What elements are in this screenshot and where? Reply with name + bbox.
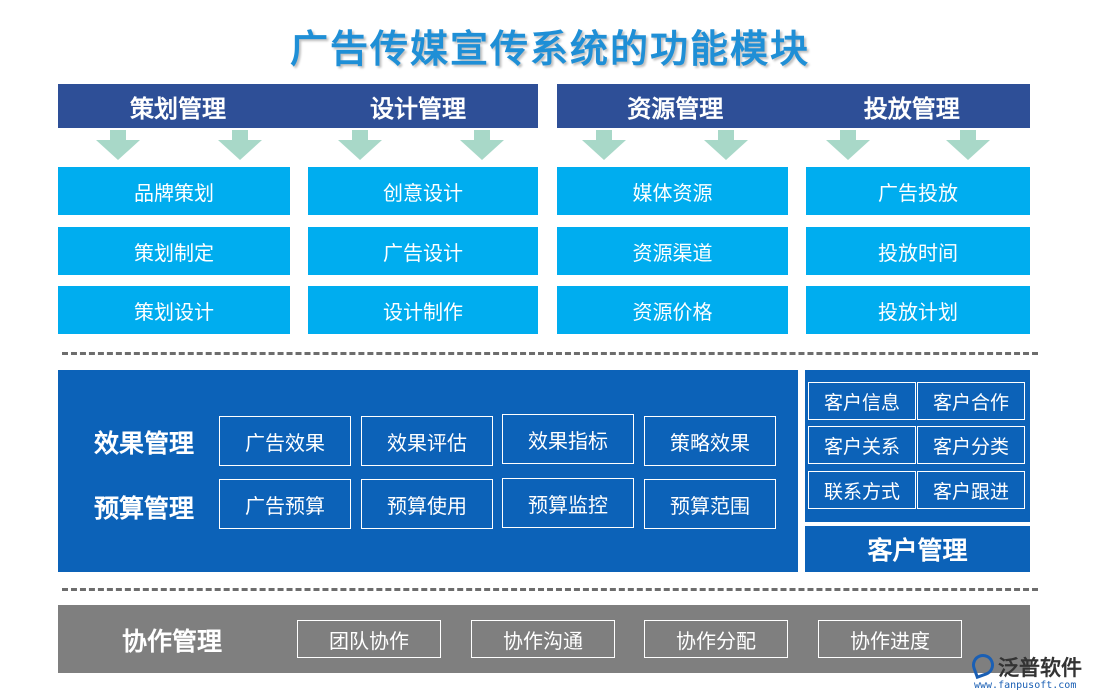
logo-url: www.fanpusoft.com xyxy=(974,680,1077,691)
budget-label: 预算管理 xyxy=(94,494,195,523)
header-delivery: 投放管理 xyxy=(863,93,960,123)
budget-item[interactable]: 预算使用 xyxy=(361,479,493,529)
client-item[interactable]: 客户关系 xyxy=(808,426,916,464)
header-resource: 资源管理 xyxy=(627,93,724,123)
effect-item[interactable]: 策略效果 xyxy=(644,416,776,466)
tile-resource-item[interactable]: 媒体资源 xyxy=(557,167,788,215)
budget-item[interactable]: 预算监控 xyxy=(502,478,634,528)
effect-item[interactable]: 广告效果 xyxy=(219,416,351,466)
header-design: 设计管理 xyxy=(370,93,466,123)
tile-delivery-item[interactable]: 投放计划 xyxy=(806,286,1030,334)
banner-plan-design: 策划管理 设计管理 xyxy=(58,84,538,128)
collab-item[interactable]: 协作沟通 xyxy=(471,620,615,658)
effect-label: 效果管理 xyxy=(94,429,195,458)
effect-item[interactable]: 效果指标 xyxy=(502,414,634,464)
logo-icon xyxy=(968,650,998,680)
brand-logo: 泛普软件 www.fanpusoft.com xyxy=(968,650,1096,696)
collab-label: 协作管理 xyxy=(122,627,223,656)
tile-design-item[interactable]: 广告设计 xyxy=(308,227,538,275)
down-arrow-icon xyxy=(704,130,748,160)
collab-item[interactable]: 团队协作 xyxy=(297,620,441,658)
divider-top xyxy=(62,352,1038,355)
client-label: 客户管理 xyxy=(805,526,1030,572)
budget-item[interactable]: 广告预算 xyxy=(219,479,351,529)
client-item[interactable]: 联系方式 xyxy=(808,471,916,509)
collab-item[interactable]: 协作进度 xyxy=(818,620,962,658)
collab-panel xyxy=(58,605,1030,673)
down-arrow-icon xyxy=(338,130,382,160)
page-title: 广告传媒宣传系统的功能模块 xyxy=(289,26,810,71)
effect-budget-panel xyxy=(58,370,798,572)
divider-bottom xyxy=(62,588,1038,591)
down-arrow-icon xyxy=(946,130,990,160)
effect-item[interactable]: 效果评估 xyxy=(361,416,493,466)
tile-design-item[interactable]: 设计制作 xyxy=(308,286,538,334)
down-arrow-icon xyxy=(826,130,870,160)
tile-delivery-item[interactable]: 广告投放 xyxy=(806,167,1030,215)
budget-item[interactable]: 预算范围 xyxy=(644,479,776,529)
collab-item[interactable]: 协作分配 xyxy=(644,620,788,658)
tile-plan-item[interactable]: 品牌策划 xyxy=(58,167,290,215)
client-item[interactable]: 客户信息 xyxy=(808,382,916,420)
down-arrow-icon xyxy=(218,130,262,160)
tile-plan-item[interactable]: 策划设计 xyxy=(58,286,290,334)
down-arrow-icon xyxy=(460,130,504,160)
down-arrow-icon xyxy=(96,130,140,160)
tile-delivery-item[interactable]: 投放时间 xyxy=(806,227,1030,275)
tile-design-item[interactable]: 创意设计 xyxy=(308,167,538,215)
client-item[interactable]: 客户合作 xyxy=(917,382,1025,420)
tile-resource-item[interactable]: 资源价格 xyxy=(557,286,788,334)
down-arrow-icon xyxy=(582,130,626,160)
tile-plan-item[interactable]: 策划制定 xyxy=(58,227,290,275)
tile-resource-item[interactable]: 资源渠道 xyxy=(557,227,788,275)
logo-name: 泛普软件 xyxy=(998,656,1082,680)
client-item[interactable]: 客户跟进 xyxy=(917,471,1025,509)
banner-resource-delivery: 资源管理 投放管理 xyxy=(557,84,1030,128)
header-plan: 策划管理 xyxy=(130,93,226,123)
client-item[interactable]: 客户分类 xyxy=(917,426,1025,464)
